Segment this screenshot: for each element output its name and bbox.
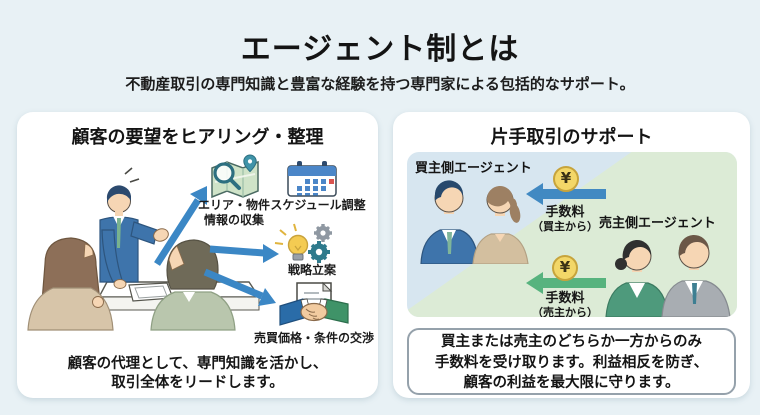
seller-agent-woman-graphic bbox=[605, 239, 669, 317]
buyer-agent-label: 買主側エージェント bbox=[415, 161, 532, 176]
fee-arrow-from-seller bbox=[526, 272, 606, 294]
single-agency-note: 買主または売主のどちらか一方からのみ 手数料を受け取ります。利益相反を防ぎ、 顧… bbox=[407, 328, 736, 395]
handshake-icon bbox=[279, 281, 349, 326]
buyer-agent-woman-graphic bbox=[472, 185, 529, 264]
page-subtitle: 不動産取引の専門知識と豊富な経験を持つ専門家による包括的なサポート。 bbox=[125, 75, 635, 93]
agent-man-graphic bbox=[99, 167, 169, 289]
left-panel-heading: 顧客の要望をヒアリング・整理 bbox=[71, 127, 324, 148]
buyer-agent-man-graphic bbox=[420, 180, 479, 264]
left-panel-footer: 顧客の代理として、専門知識を活かし、 取引全体をリードします。 bbox=[67, 356, 328, 391]
lightbulb-icon bbox=[274, 223, 309, 261]
buyer-agents-graphic bbox=[420, 180, 529, 264]
left-panel-hearing: 顧客の要望をヒアリング・整理 bbox=[17, 112, 378, 398]
label-area-info: エリア・物件 情報の収集 bbox=[197, 198, 271, 227]
yen-coin-buyer: ¥ bbox=[553, 166, 579, 192]
strategy-icon bbox=[274, 223, 332, 263]
customer-man-graphic bbox=[150, 239, 236, 331]
arrow-to-strategy-icon bbox=[209, 244, 279, 263]
fee-arrow-from-seller-to-buyer-agent bbox=[526, 183, 606, 205]
page-title: エージェント制とは bbox=[240, 32, 520, 67]
fee-label-from-seller: 手数料 （売主から） bbox=[532, 291, 598, 317]
right-panel-heading: 片手取引のサポート bbox=[490, 127, 653, 148]
label-negotiation: 売買価格・条件の交渉 bbox=[253, 331, 375, 345]
right-panel-single-agency: 片手取引のサポート 買主側エージェント 売主側エージェント bbox=[393, 112, 750, 398]
transaction-diagram: 買主側エージェント 売主側エージェント bbox=[407, 152, 737, 317]
arrow-to-negotiation-icon bbox=[203, 268, 276, 306]
label-strategy: 戦略立案 bbox=[287, 263, 337, 277]
seller-agent-man-graphic bbox=[661, 234, 731, 317]
seller-agent-label: 売主側エージェント bbox=[599, 216, 716, 231]
map-search-icon bbox=[211, 154, 259, 199]
seller-agents-graphic bbox=[605, 234, 731, 317]
label-schedule: スケジュール調整 bbox=[270, 198, 366, 212]
consultation-illustration bbox=[27, 154, 349, 331]
arrow-to-research-icon bbox=[154, 186, 207, 266]
customer-woman-graphic bbox=[27, 237, 114, 331]
calendar-icon bbox=[287, 161, 337, 197]
fee-label-from-buyer: 手数料 （買主から） bbox=[532, 205, 598, 233]
yen-coin-seller: ¥ bbox=[552, 255, 578, 281]
